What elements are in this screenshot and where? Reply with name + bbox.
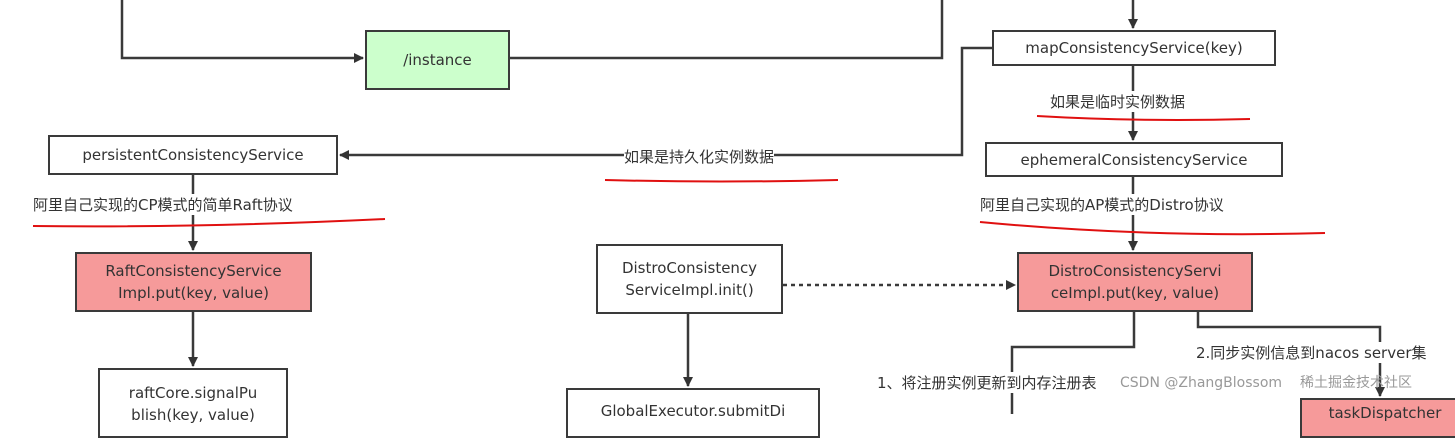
label-step2: 2.同步实例信息到nacos server集 [1196,342,1427,363]
node-label: RaftConsistencyService Impl.put(key, val… [105,262,282,302]
node-label: mapConsistencyService(key) [1025,39,1243,57]
node-instance: /instance [365,30,510,90]
node-label: GlobalExecutor.submitDi [600,402,786,420]
node-raft-core: raftCore.signalPu blish(key, value) [98,368,288,438]
red-underline-ap [979,221,1326,236]
node-label: DistroConsistencyServi ceImpl.put(key, v… [1048,262,1222,302]
label-ephemeral-condition: 如果是临时实例数据 [1050,91,1186,112]
watermark-juejin: 稀土掘金技术社区 [1300,375,1412,391]
node-distro-put: DistroConsistencyServi ceImpl.put(key, v… [1017,252,1253,312]
label-ap-note: 阿里自己实现的AP模式的Distro协议 [980,194,1224,215]
node-raft-put: RaftConsistencyService Impl.put(key, val… [75,252,312,312]
node-persistent-consistency-service: persistentConsistencyService [48,135,338,175]
node-label: /instance [403,51,472,69]
node-task-dispatcher: taskDispatcher [1300,398,1455,438]
edge-left-to-instance [120,0,364,63]
red-underline-cp [32,218,386,228]
label-cp-note: 阿里自己实现的CP模式的简单Raft协议 [33,194,293,215]
red-underline-ephemeral [1036,115,1251,121]
node-distro-init: DistroConsistency ServiceImpl.init() [596,244,783,314]
label-step1: 1、将注册实例更新到内存注册表 [877,372,1097,393]
node-map-consistency-service: mapConsistencyService(key) [992,30,1276,66]
node-global-executor: GlobalExecutor.submitDi [566,388,820,438]
node-label: persistentConsistencyService [82,146,304,164]
edge-distro-step1 [1010,312,1136,414]
label-persistent-condition: 如果是持久化实例数据 [624,146,775,167]
node-label: taskDispatcher [1328,404,1442,422]
watermark-csdn: CSDN @ZhangBlossom [1120,375,1283,391]
node-label: DistroConsistency ServiceImpl.init() [621,259,758,299]
connectors [32,0,1385,414]
node-label: ephemeralConsistencyService [1020,150,1248,169]
node-label: raftCore.signalPu blish(key, value) [128,384,258,424]
red-underline-persistent [604,179,839,183]
edge-right-to-instance [510,0,944,60]
node-ephemeral-consistency-service: ephemeralConsistencyService [985,142,1283,177]
